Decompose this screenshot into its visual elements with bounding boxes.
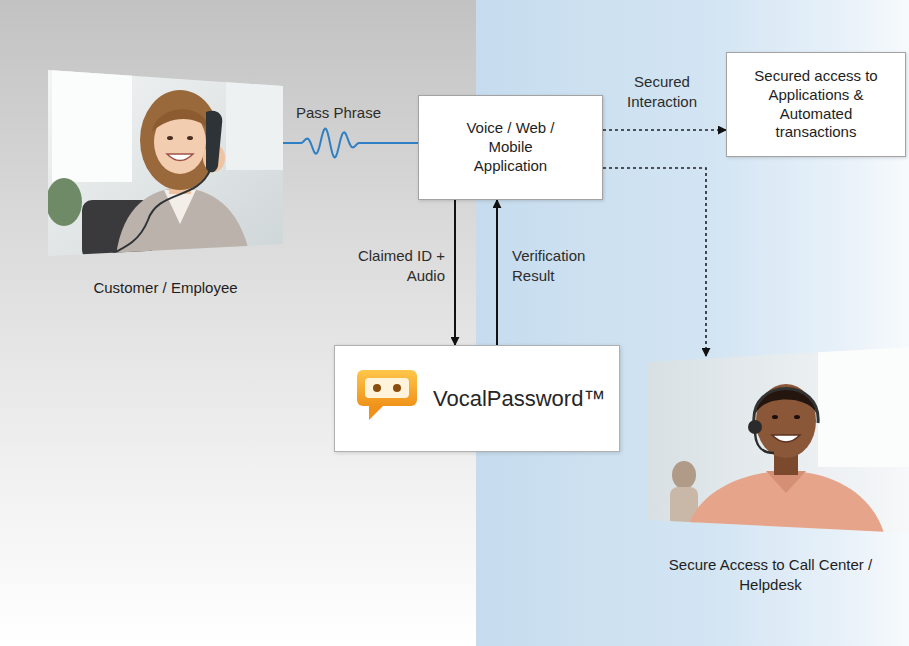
customer-scene-part bbox=[167, 136, 173, 140]
edge-label: Verification Result bbox=[512, 246, 612, 285]
cassette-body bbox=[365, 378, 409, 398]
agent-scene-part bbox=[748, 420, 762, 434]
agent-scene-part bbox=[755, 433, 774, 453]
flow-arrow bbox=[454, 200, 456, 345]
customer-scene bbox=[48, 70, 283, 256]
cassette-reel bbox=[373, 384, 381, 392]
customer-scene-part bbox=[206, 111, 222, 173]
agent-scene-part bbox=[686, 471, 884, 533]
bubble-tail bbox=[369, 406, 383, 420]
voice-wave-connector bbox=[283, 129, 418, 158]
product-name: VocalPassword™ bbox=[433, 385, 605, 413]
brand-icon bbox=[355, 368, 421, 424]
access-box: Secured access to Applications & Automat… bbox=[726, 52, 906, 157]
agent-scene-part bbox=[794, 415, 800, 419]
agent-scene-part bbox=[772, 415, 778, 419]
customer-scene-part bbox=[52, 70, 132, 182]
photo-caption: Customer / Employee bbox=[48, 278, 283, 298]
cassette-reel bbox=[393, 384, 401, 392]
customer-scene-part bbox=[152, 109, 210, 132]
edge-label: Pass Phrase bbox=[296, 103, 406, 123]
customer-photo bbox=[48, 70, 283, 256]
application-box: Voice / Web / Mobile Application bbox=[418, 95, 603, 200]
customer-scene-part bbox=[116, 188, 250, 256]
agent-photo-frame: Secure Access to Call Center / Helpdesk bbox=[648, 347, 909, 533]
photo-caption: Secure Access to Call Center / Helpdesk bbox=[651, 555, 891, 594]
edge-label: Secured Interaction bbox=[612, 72, 712, 111]
customer-scene-part bbox=[108, 170, 210, 256]
agent-scene-part bbox=[772, 435, 800, 442]
customer-scene-part bbox=[187, 136, 193, 140]
speech-bubble bbox=[357, 370, 417, 406]
box-text: Secured access to Applications & Automat… bbox=[746, 67, 886, 142]
customer-photo-frame: Customer / Employee bbox=[48, 70, 283, 256]
edge-label: Claimed ID + Audio bbox=[338, 246, 445, 285]
agent-photo bbox=[648, 347, 909, 533]
agent-scene-part bbox=[648, 347, 909, 533]
flow-arrow bbox=[496, 200, 498, 345]
product-box: VocalPassword™ bbox=[334, 345, 620, 452]
dashed-arrow bbox=[603, 129, 726, 131]
agent-scene-part bbox=[672, 461, 696, 489]
dashed-arrow bbox=[603, 168, 706, 356]
agent-scene-part bbox=[818, 347, 909, 467]
customer-scene-part bbox=[167, 154, 193, 161]
customer-scene-part bbox=[226, 80, 283, 170]
agent-scene-part bbox=[756, 388, 816, 413]
customer-scene-part bbox=[48, 178, 82, 226]
box-text: Voice / Web / Mobile Application bbox=[451, 119, 571, 175]
agent-scene bbox=[648, 347, 909, 533]
agent-scene-part bbox=[754, 389, 818, 424]
